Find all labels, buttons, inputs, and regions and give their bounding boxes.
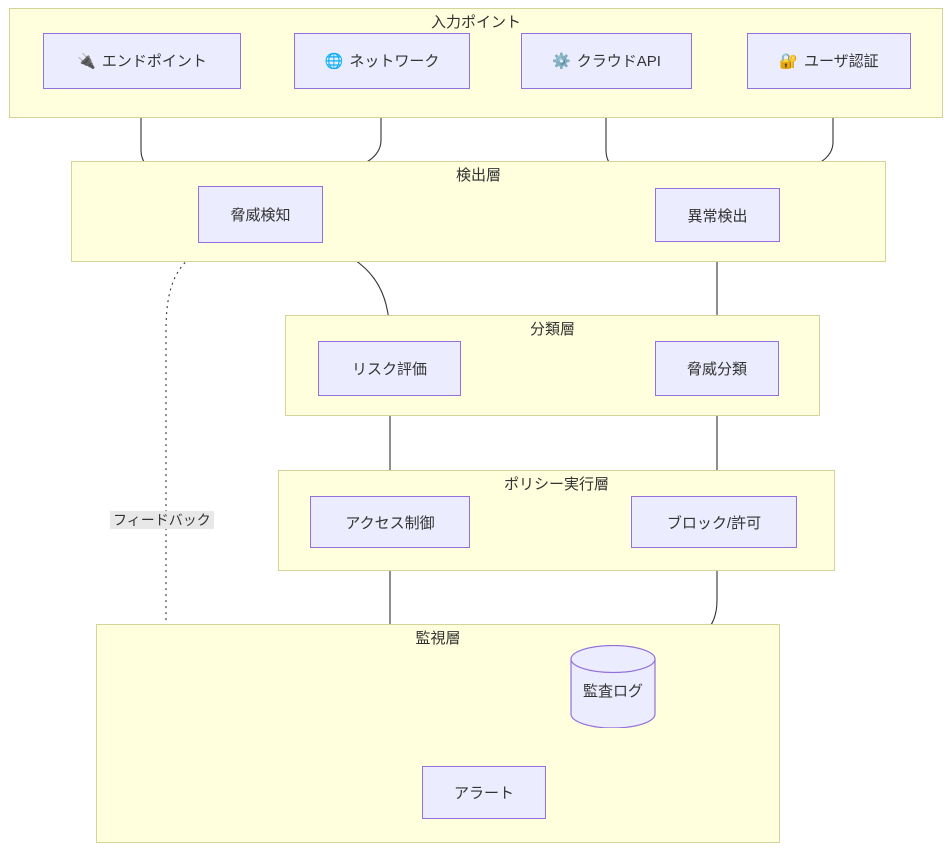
node-threat-detection[interactable]: 脅威検知 [198,186,323,243]
node-label-risk-evaluation: リスク評価 [351,361,427,378]
node-label-network: ネットワーク [349,52,440,70]
node-block-allow[interactable]: ブロック/許可 [631,496,797,548]
cluster-title-input-points: 入力ポイント [430,14,521,31]
node-label-access-control: アクセス制御 [345,514,435,532]
node-label-alert: アラート [453,785,514,802]
node-label-block-allow: ブロック/許可 [666,514,762,532]
database-icon [570,645,656,728]
node-label-audit-log: 監査ログ [582,683,643,700]
node-label-threat-detection: 脅威検知 [230,207,291,224]
edge-label-feedback: フィードバック [110,511,214,529]
node-user-auth[interactable]: 🔐 ユーザ認証 [747,33,911,89]
globe-icon: 🌐 [324,52,344,70]
cluster-title-policy-layer: ポリシー実行層 [503,476,609,493]
node-cloud-api[interactable]: ⚙️ クラウドAPI [521,33,692,89]
node-label-cloud-api: クラウドAPI [576,52,661,70]
node-risk-evaluation[interactable]: リスク評価 [318,341,461,396]
cluster-title-monitoring-layer: 監視層 [415,630,461,647]
node-anomaly-detection[interactable]: 異常検出 [655,188,780,242]
node-audit-log[interactable]: 監査ログ [568,645,658,728]
node-label-user-auth: ユーザ認証 [803,52,879,70]
cluster-title-classification-layer: 分類層 [529,321,575,338]
cluster-title-detection-layer: 検出層 [455,167,501,184]
plug-icon: 🔌 [77,52,96,70]
node-alert[interactable]: アラート [422,766,546,819]
node-label-threat-classification: 脅威分類 [686,361,747,378]
gear-icon: ⚙️ [552,52,571,70]
lock-icon: 🔐 [779,52,798,70]
node-label-endpoint: エンドポイント [101,52,207,70]
node-endpoint[interactable]: 🔌 エンドポイント [43,33,241,89]
node-label-anomaly-detection: 異常検出 [687,207,748,225]
node-network[interactable]: 🌐 ネットワーク [294,33,470,89]
node-access-control[interactable]: アクセス制御 [310,496,470,548]
node-threat-classification[interactable]: 脅威分類 [655,341,779,396]
